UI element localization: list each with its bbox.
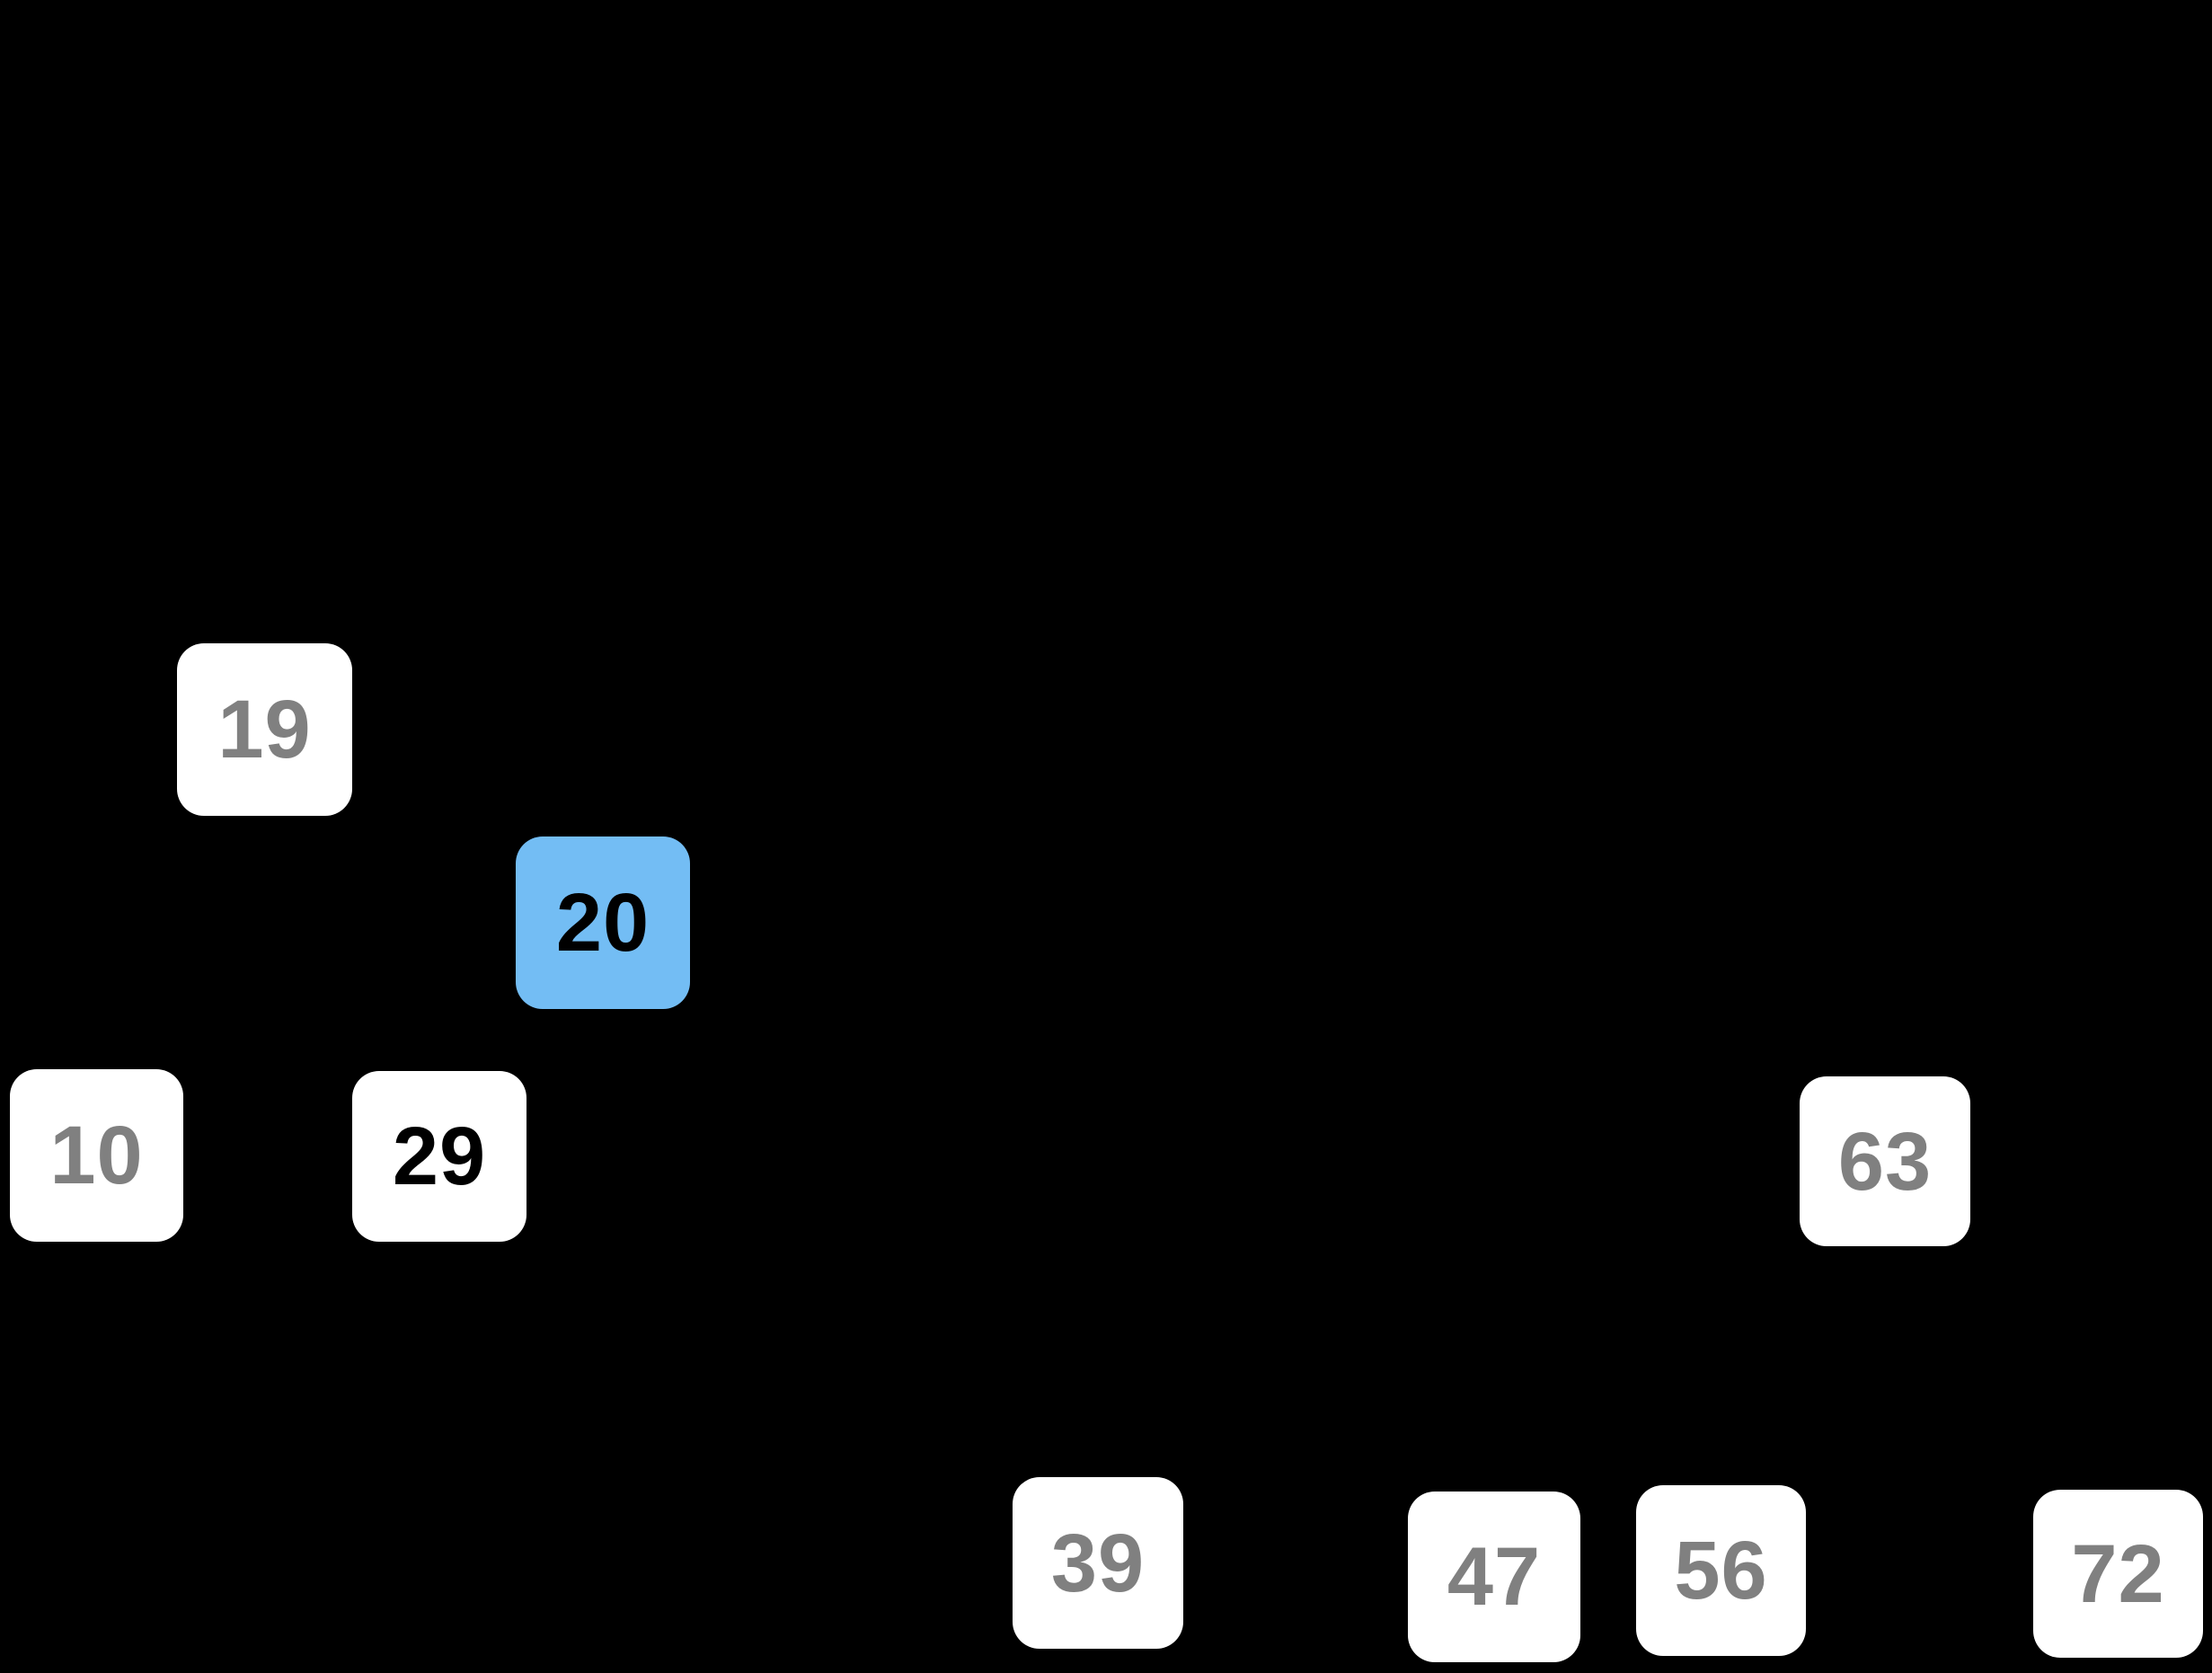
node-value-label: 20 (555, 877, 650, 969)
node-value-label: 10 (49, 1110, 144, 1201)
tree-node-56[interactable]: 56 (1636, 1485, 1806, 1656)
tree-node-39[interactable]: 39 (1013, 1477, 1183, 1649)
tree-node-10[interactable]: 10 (10, 1069, 183, 1242)
node-value-label: 63 (1837, 1115, 1933, 1208)
node-value-label: 72 (2071, 1527, 2165, 1620)
node-value-label: 19 (217, 684, 312, 775)
node-value-label: 29 (392, 1111, 487, 1202)
node-value-label: 39 (1050, 1517, 1146, 1609)
tree-node-19[interactable]: 19 (177, 643, 352, 816)
tree-node-63[interactable]: 63 (1800, 1076, 1970, 1246)
tree-node-47[interactable]: 47 (1408, 1492, 1580, 1662)
node-value-label: 47 (1447, 1531, 1542, 1623)
tree-node-29[interactable]: 29 (352, 1071, 526, 1242)
tree-node-72[interactable]: 72 (2033, 1490, 2203, 1658)
node-value-label: 56 (1674, 1525, 1768, 1616)
tree-node-20[interactable]: 20 (516, 836, 690, 1009)
